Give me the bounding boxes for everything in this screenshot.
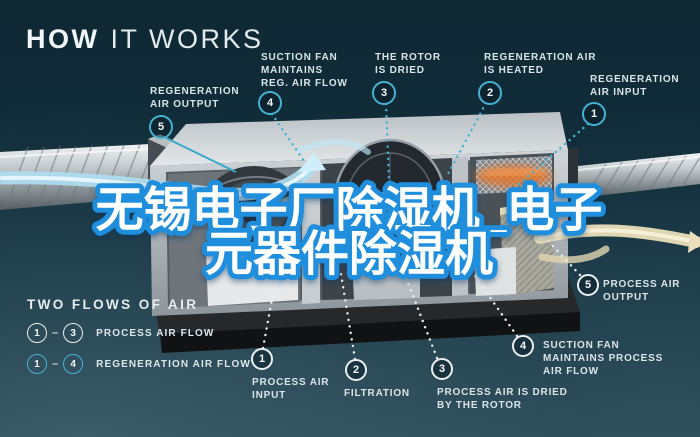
legend-regeneration-from-badge: 1 <box>27 354 47 374</box>
legend-process-from-badge: 1 <box>27 323 47 343</box>
legend-regeneration-to-badge: 4 <box>63 354 84 374</box>
legend-row-process: 1 – 3 PROCESS AIR FLOW <box>27 323 251 343</box>
legend-range-dash: – <box>52 327 59 339</box>
page-title: HOW IT WORKS <box>26 24 264 55</box>
left-duct <box>0 134 188 214</box>
legend-regeneration-label: REGENERATION AIR FLOW <box>96 358 251 370</box>
legend-two-flows-of-air: TWO FLOWS OF AIR 1 – 3 PROCESS AIR FLOW … <box>27 297 251 374</box>
title-word-how: HOW <box>26 24 100 54</box>
watermark-line2: 元器件除湿机 <box>205 228 493 281</box>
step-badge-regeneration-2: 2 <box>478 81 502 105</box>
process-airflow-arrows <box>0 138 371 216</box>
legend-process-label: PROCESS AIR FLOW <box>96 327 215 339</box>
step-badge-regeneration-4: 4 <box>258 91 282 115</box>
callout-label-process-air-input: PROCESS AIR INPUT <box>252 377 330 401</box>
step-badge-regeneration-3: 3 <box>372 81 396 105</box>
legend-row-regeneration: 1 – 4 REGENERATION AIR FLOW <box>27 354 251 374</box>
step-badge-process-5: 5 <box>577 274 599 296</box>
machine-cabinet <box>150 112 568 316</box>
legend-process-to-badge: 3 <box>63 323 84 343</box>
step-badge-process-3: 3 <box>431 358 453 380</box>
callout-label-rotor-dried: THE ROTOR IS DRIED <box>375 52 441 76</box>
step-badge-process-1: 1 <box>251 348 273 370</box>
step-badge-process-2: 2 <box>345 359 367 381</box>
watermark-line1: 无锡电子厂除湿机_电子 <box>96 184 603 237</box>
regeneration-airflow-ribbon <box>534 224 700 264</box>
step-badge-regeneration-1: 1 <box>582 102 606 126</box>
callout-label-regeneration-air-output: REGENERATION AIR OUTPUT <box>150 86 240 110</box>
callout-label-process-air-dried: PROCESS AIR IS DRIED BY THE ROTOR <box>437 387 568 411</box>
legend-heading: TWO FLOWS OF AIR <box>27 297 199 312</box>
callout-label-suction-fan-process: SUCTION FAN MAINTAINS PROCESS AIR FLOW <box>543 340 664 377</box>
callout-label-regeneration-air-input: REGENERATION AIR INPUT <box>590 74 680 98</box>
step-badge-process-4: 4 <box>512 335 534 357</box>
callout-label-filtration: FILTRATION <box>344 388 410 399</box>
title-word-it-works: IT WORKS <box>110 24 264 54</box>
legend-range-dash: – <box>52 358 59 370</box>
right-duct <box>560 148 700 239</box>
step-badge-regeneration-5: 5 <box>149 115 173 139</box>
callout-label-regeneration-air-heated: REGENERATION AIR IS HEATED <box>484 52 597 76</box>
callout-label-process-air-output: PROCESS AIR OUTPUT <box>603 279 681 303</box>
callout-label-suction-fan-reg: SUCTION FAN MAINTAINS REG. AIR FLOW <box>261 52 348 89</box>
